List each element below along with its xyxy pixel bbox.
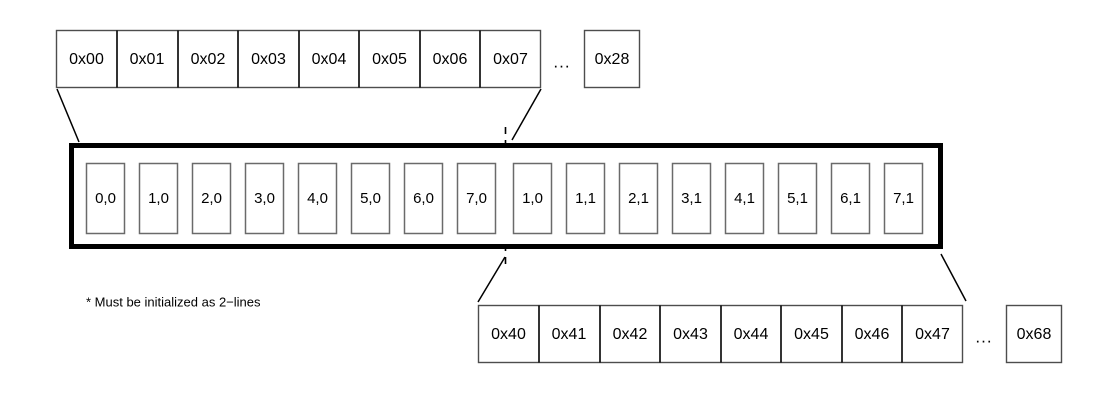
cache-cell-r3 [671,162,712,235]
top-cell-1: 0x01 [130,51,165,68]
cache-cell-r7 [883,162,924,235]
cache-cell-l3 [244,162,285,235]
cache-cell-r3-label: 3,1 [681,190,702,207]
bottom-cell-1: 0x41 [552,326,587,343]
cache-cell-r6-label: 6,1 [840,190,861,207]
cache-cell-r0-label: 1,0 [522,190,543,207]
top-cell-7: 0x07 [493,51,528,68]
top-tail-cell-outline [583,29,641,89]
cache-cell-l7 [456,162,497,235]
cache-cell-r4-label: 4,1 [734,190,755,207]
cache-cell-l7-label: 7,0 [466,190,487,207]
top-cell-6: 0x06 [433,51,468,68]
cache-cell-l5 [350,162,391,235]
cache-cell-l5-label: 5,0 [360,190,381,207]
cache-cell-l6 [403,162,444,235]
top-cell-0: 0x00 [69,51,104,68]
cache-cell-r6 [830,162,871,235]
bottom-cell-2: 0x42 [613,326,648,343]
cache-cell-l0 [85,162,126,235]
cache-cell-r2-label: 2,1 [628,190,649,207]
bottom-cell-0: 0x40 [491,326,526,343]
bottom-address-row: 0x40 0x41 0x42 0x43 0x44 0x45 0x46 0x47 … [477,304,1063,364]
cache-cell-r1 [565,162,606,235]
cache-cell-l1 [138,162,179,235]
top-row-ellipsis: ... [553,52,570,71]
bottom-cell-3: 0x43 [673,326,708,343]
cache-cell-r5 [777,162,818,235]
connector-top-left [56,88,80,143]
cache-cell-r5-label: 5,1 [787,190,808,207]
cache-cell-r1-label: 1,1 [575,190,596,207]
cache-cell-l2 [191,162,232,235]
cache-cell-l3-label: 3,0 [254,190,275,207]
cache-cell-r7-label: 7,1 [893,190,914,207]
cache-cell-r0 [512,162,553,235]
cache-cell-l6-label: 6,0 [413,190,434,207]
cache-cell-l4-label: 4,0 [307,190,328,207]
footnote-text: * Must be initialized as 2−lines [86,294,261,309]
top-cell-2: 0x02 [191,51,226,68]
bottom-cell-5: 0x45 [794,326,829,343]
cache-cell-r4 [724,162,765,235]
top-cell-4: 0x04 [312,51,347,68]
connector-bottom-right [940,253,967,302]
cache-cell-r2 [618,162,659,235]
cache-cell-l0-label: 0,0 [95,190,116,207]
bottom-tail-cell-label: 0x68 [1017,326,1052,343]
bottom-row-ellipsis: ... [975,327,992,346]
bottom-cell-7: 0x47 [915,326,950,343]
cache-cell-l1-label: 1,0 [148,190,169,207]
top-cell-5: 0x05 [372,51,407,68]
top-cell-3: 0x03 [251,51,286,68]
top-address-row: 0x00 0x01 0x02 0x03 0x04 0x05 0x06 0x07 … [55,29,641,89]
connector-top-right [511,88,542,141]
bottom-cell-4: 0x44 [734,326,769,343]
top-tail-cell-label: 0x28 [595,51,630,68]
bottom-cell-6: 0x46 [855,326,890,343]
cache-line-bar: 0,0 1,0 2,0 3,0 4,0 5,0 6,0 7,0 1,0 1,1 … [69,143,943,249]
bottom-tail-cell-outline [1005,304,1063,364]
connector-bottom-left [477,256,506,303]
cache-cell-l2-label: 2,0 [201,190,222,207]
cache-cell-l4 [297,162,338,235]
